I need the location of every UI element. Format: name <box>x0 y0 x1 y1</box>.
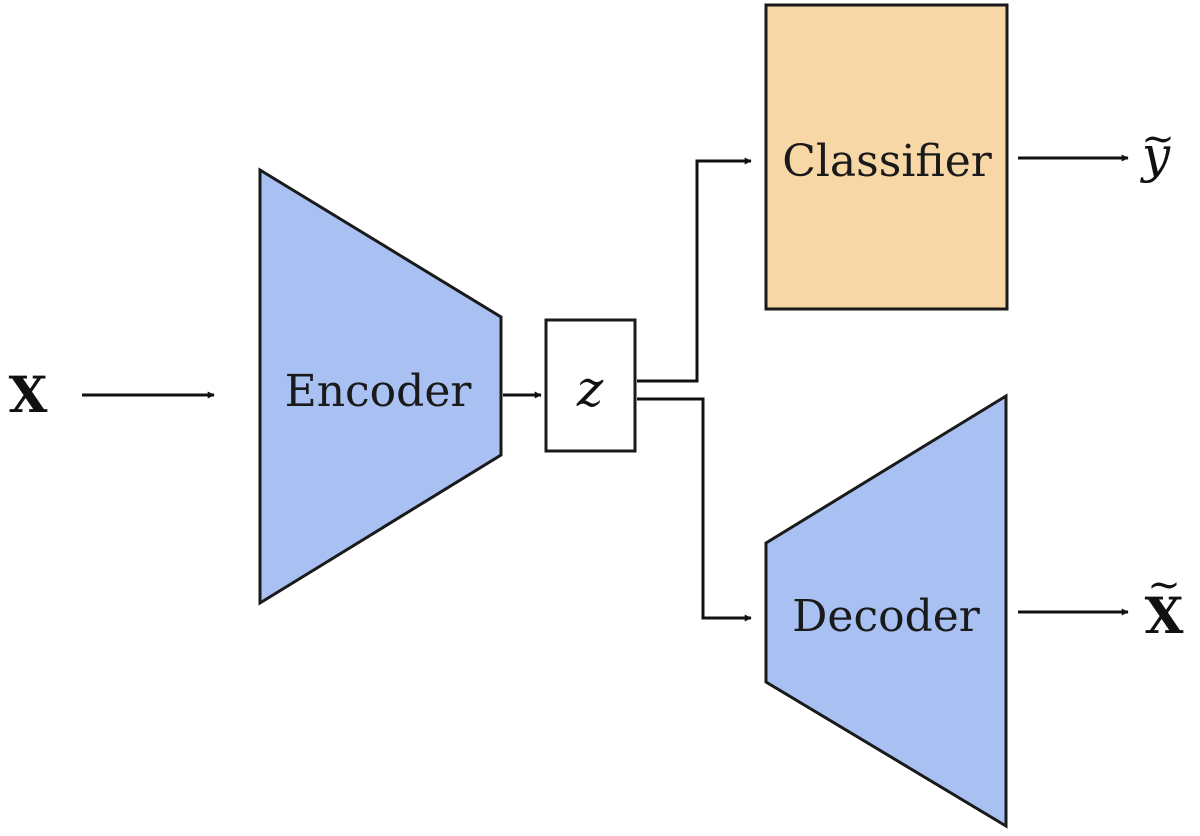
latent-label: z <box>576 360 604 418</box>
classifier-output: y ~ <box>1140 116 1175 184</box>
decoder-output: X ~ <box>1145 562 1184 645</box>
latent-to-decoder-arrow <box>637 397 752 622</box>
decoder-block: Decoder <box>764 393 1008 829</box>
encoder-block: Encoder <box>258 167 503 606</box>
latent-to-classifier-arrow <box>637 157 752 383</box>
latent-box <box>544 318 637 453</box>
input-label: X <box>9 365 48 424</box>
encoder-shape <box>258 167 503 606</box>
classifier-output-tilde: ~ <box>1141 116 1175 162</box>
decoder-output-tilde: ~ <box>1147 562 1181 608</box>
classifier-box <box>764 3 1009 311</box>
decoder-output-label: X <box>1145 586 1184 645</box>
latent-block: z <box>544 318 637 453</box>
decoder-shape <box>764 393 1008 829</box>
classifier-block: Classifier <box>764 3 1009 311</box>
decoder-label: Decoder <box>792 591 981 642</box>
encoder-label: Encoder <box>285 366 473 417</box>
classifier-label: Classifier <box>782 136 993 187</box>
classifier-output-label: y <box>1140 126 1171 184</box>
